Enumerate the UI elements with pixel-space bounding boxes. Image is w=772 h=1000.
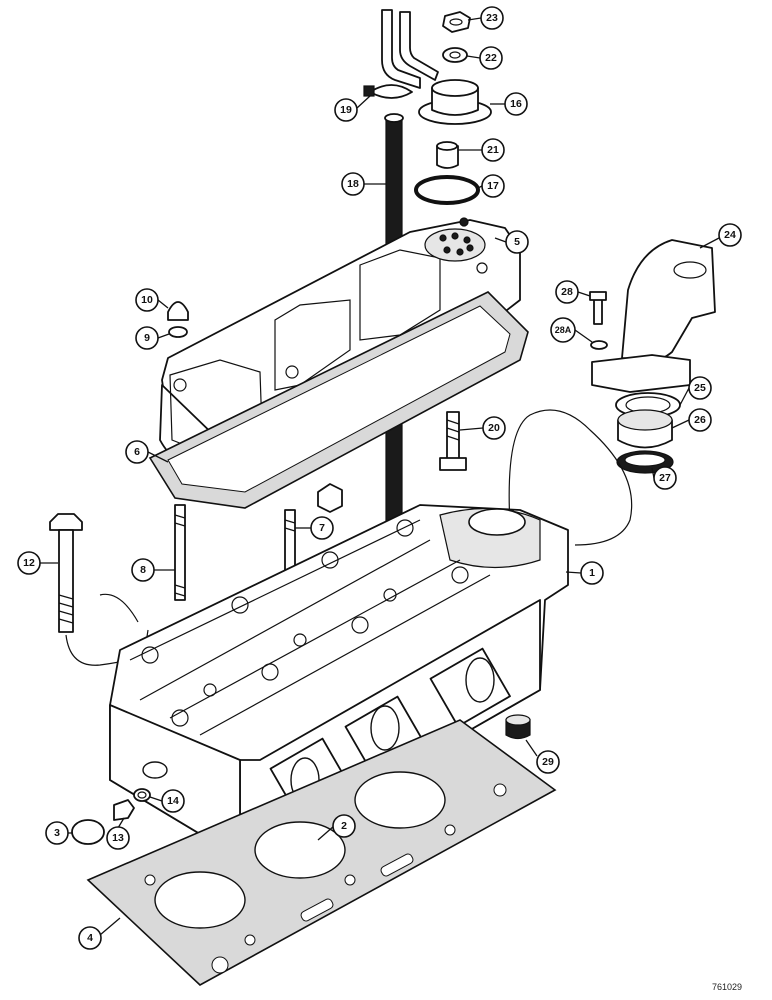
callout-7: 7 [310, 516, 334, 540]
callout-5: 5 [505, 230, 529, 254]
svg-text:21: 21 [487, 144, 499, 156]
svg-text:14: 14 [167, 795, 179, 807]
svg-text:3: 3 [54, 827, 60, 839]
callout-14: 14 [161, 789, 185, 813]
bolt-part-12 [49, 513, 83, 633]
plug-part-14 [133, 788, 151, 802]
svg-text:12: 12 [23, 557, 35, 569]
callout-1: 1 [580, 561, 604, 585]
svg-text:10: 10 [141, 294, 153, 306]
svg-text:9: 9 [144, 332, 150, 344]
washer-part-22 [442, 47, 468, 63]
callout-27: 27 [653, 466, 677, 490]
callout-18: 18 [341, 172, 365, 196]
callout-25: 25 [688, 376, 712, 400]
thermostat-part-26 [617, 409, 673, 449]
nut-upper [317, 483, 343, 513]
callout-3: 3 [45, 821, 69, 845]
nut-part-23 [442, 11, 471, 33]
svg-text:5: 5 [514, 236, 520, 248]
callout-24: 24 [718, 223, 742, 247]
bolt-part-28 [589, 291, 607, 325]
svg-text:24: 24 [724, 229, 736, 241]
callout-28A: 28A [550, 317, 576, 343]
svg-text:28A: 28A [555, 325, 572, 335]
svg-text:25: 25 [694, 382, 706, 394]
plug-part-3 [71, 819, 105, 845]
callout-20: 19 [334, 98, 358, 122]
svg-text:16: 16 [510, 98, 522, 110]
svg-text:22: 22 [485, 52, 497, 64]
svg-text:29: 29 [542, 756, 554, 768]
svg-text:4: 4 [87, 932, 93, 944]
svg-text:20: 20 [488, 422, 500, 434]
callout-21: 21 [481, 138, 505, 162]
svg-text:28: 28 [561, 286, 573, 298]
callout-23: 23 [480, 6, 504, 30]
bushing-part-21 [436, 141, 459, 169]
svg-text:18: 18 [347, 178, 359, 190]
washer-part-28A [590, 340, 608, 350]
callout-9: 9 [135, 326, 159, 350]
svg-text:1: 1 [589, 567, 595, 579]
breather-cap-part-16 [418, 79, 492, 125]
callout-16: 16 [504, 92, 528, 116]
callout-10: 10 [135, 288, 159, 312]
callout-19: 20 [482, 416, 506, 440]
callout-2: 2 [332, 814, 356, 838]
callout-12: 12 [17, 551, 41, 575]
plug-part-29 [505, 714, 531, 740]
svg-text:17: 17 [487, 180, 499, 192]
head-gasket-part-4 [86, 719, 557, 986]
svg-text:7: 7 [319, 522, 325, 534]
washer-part-9 [168, 326, 188, 338]
acorn-nut-part-10 [167, 301, 189, 321]
leader-lines [40, 17, 720, 936]
breather-tube [381, 9, 439, 89]
callout-13: 13 [106, 826, 130, 850]
bolt-part-19 [439, 411, 467, 471]
seal-part-27 [616, 450, 674, 474]
svg-text:27: 27 [659, 472, 671, 484]
callout-26: 26 [688, 408, 712, 432]
callout-17: 17 [481, 174, 505, 198]
drawing-id-label: 761029 [712, 982, 743, 992]
callout-28: 28 [555, 280, 579, 304]
svg-text:19: 19 [340, 104, 352, 116]
svg-text:23: 23 [486, 12, 498, 24]
svg-text:6: 6 [134, 446, 140, 458]
svg-text:2: 2 [341, 820, 347, 832]
stud-part-8 [174, 504, 186, 601]
callout-4: 4 [78, 926, 102, 950]
thermostat-housing-part-24 [591, 239, 716, 393]
callout-6: 6 [125, 440, 149, 464]
callout-29: 29 [536, 750, 560, 774]
svg-text:26: 26 [694, 414, 706, 426]
fitting-part-13 [113, 799, 135, 821]
callout-22: 22 [479, 46, 503, 70]
svg-text:13: 13 [112, 832, 124, 844]
o-ring-part-17 [414, 175, 480, 205]
svg-text:8: 8 [140, 564, 146, 576]
callout-8: 8 [131, 558, 155, 582]
cover-gasket-part-6 [148, 291, 529, 509]
clamp-part-20 [363, 84, 413, 99]
